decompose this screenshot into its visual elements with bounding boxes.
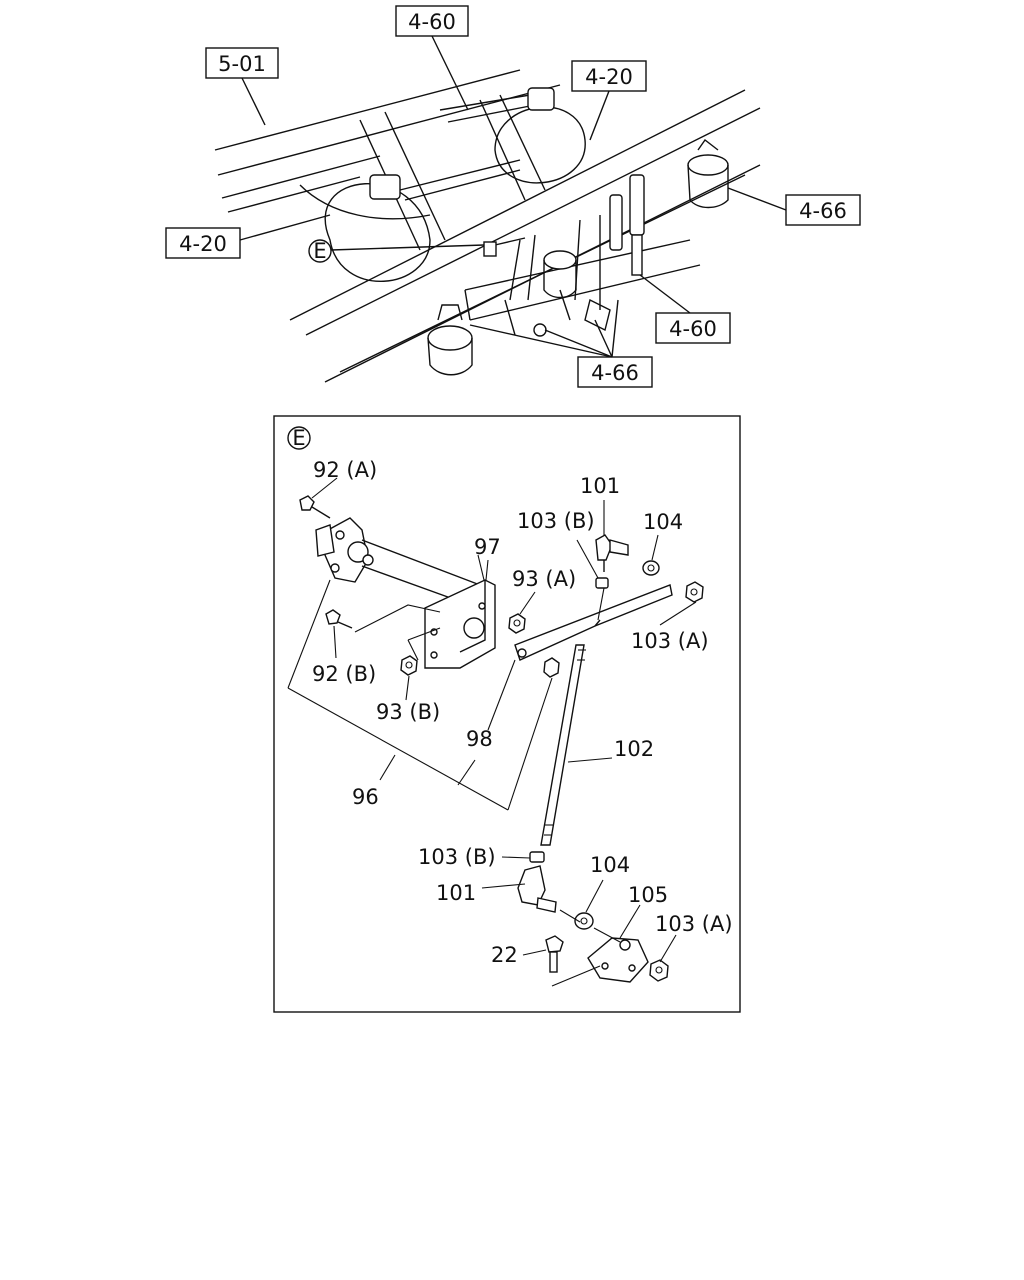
label-98: 98: [466, 727, 493, 751]
label-103a-bottom: 103 (A): [655, 912, 733, 936]
ref-5-01: 5-01: [205, 47, 279, 126]
label-104-top: 104: [643, 510, 683, 534]
ref-4-20-left-label: 4-20: [179, 232, 227, 256]
label-22: 22: [491, 943, 518, 967]
label-97: 97: [474, 535, 501, 559]
label-103a-top: 103 (A): [631, 629, 709, 653]
label-93b: 93 (B): [376, 700, 440, 724]
ref-4-60-right-label: 4-60: [669, 317, 717, 341]
ref-4-60-right: 4-60: [639, 274, 731, 344]
label-93a: 93 (A): [512, 567, 576, 591]
label-105: 105: [628, 883, 668, 907]
label-103b-top: 103 (B): [517, 509, 595, 533]
detail-frame: [273, 415, 741, 1013]
ref-4-20-left: 4-20: [165, 214, 331, 259]
label-92b: 92 (B): [312, 662, 376, 686]
ref-4-66-bottom: 4-66: [469, 299, 653, 388]
label-92a: 92 (A): [313, 458, 377, 482]
label-103b-bottom: 103 (B): [418, 845, 496, 869]
chassis-overview: [214, 69, 761, 383]
ref-4-66-right-label: 4-66: [799, 199, 847, 223]
ref-4-20-right-label: 4-20: [585, 65, 633, 89]
label-104-bottom: 104: [590, 853, 630, 877]
detail-marker-label: E: [292, 426, 305, 450]
ref-4-66-bottom-label: 4-66: [591, 361, 639, 385]
ref-4-20-right: 4-20: [571, 60, 647, 141]
detail-leaders: [287, 477, 697, 963]
label-101-bottom: 101: [436, 881, 476, 905]
label-102: 102: [614, 737, 654, 761]
ref-5-01-label: 5-01: [218, 52, 266, 76]
detail-labels: 92 (A) 101 103 (B) 104 97 93 (A) 103 (A)…: [312, 458, 733, 967]
detail-callout-e: E: [308, 239, 485, 263]
detail-parts: [299, 495, 704, 987]
ref-4-60-top: 4-60: [395, 5, 469, 111]
ref-4-60-top-label: 4-60: [408, 10, 456, 34]
label-96: 96: [352, 785, 379, 809]
label-101-top: 101: [580, 474, 620, 498]
ref-4-66-right: 4-66: [727, 187, 861, 226]
detail-callout-e-label: E: [313, 239, 326, 263]
detail-marker: E: [287, 426, 311, 450]
